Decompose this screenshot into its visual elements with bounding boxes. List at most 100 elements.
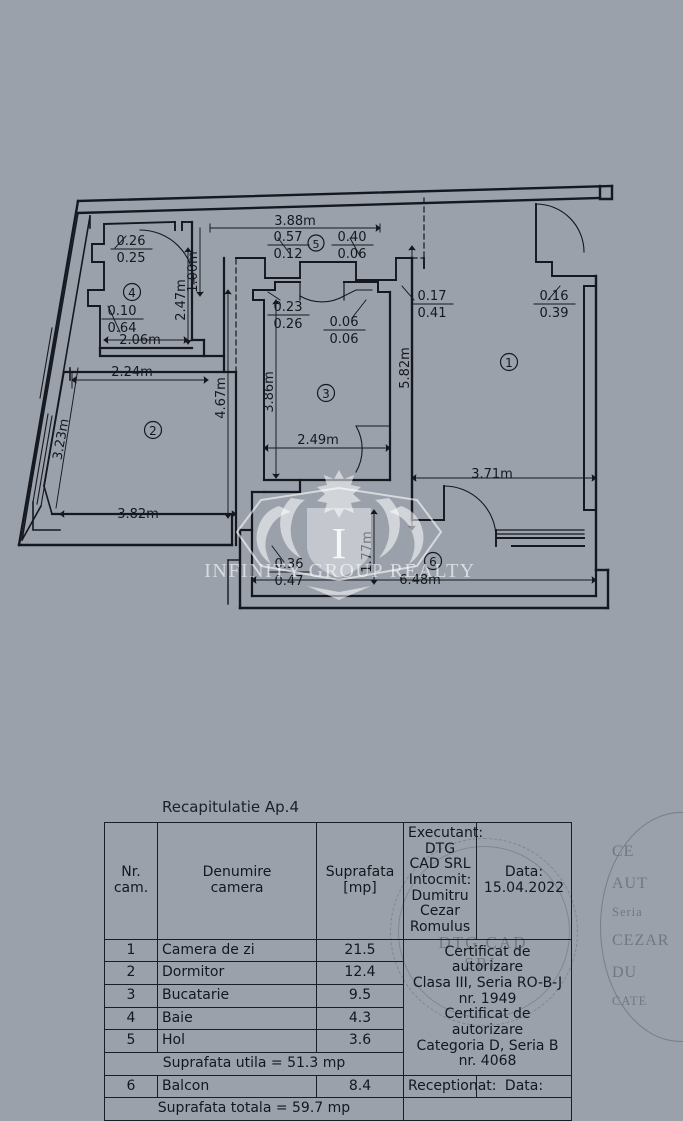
cell-area: 8.4 [316, 1074, 404, 1099]
svg-text:0.06: 0.06 [330, 315, 359, 330]
thickness-0-36-0-47: 0.36 0.47 [268, 557, 311, 589]
cert-line-3: Certificat de autorizare [444, 1006, 531, 1038]
dim-3-23m: 3.23m [51, 418, 73, 462]
cell-nr: 5 [104, 1029, 158, 1054]
edge-stamp-line-5: DU [612, 964, 638, 981]
svg-text:0.10: 0.10 [108, 304, 137, 319]
cell-area: 12.4 [316, 961, 404, 986]
edge-stamp-line-3: Seria [612, 905, 643, 919]
header-name-sub: camera [210, 879, 264, 896]
svg-text:0.25: 0.25 [117, 251, 146, 266]
table-row: 4 Baie 4.3 [104, 1006, 572, 1031]
svg-text:0.64: 0.64 [108, 321, 137, 336]
dim-3-86m: 3.86m [262, 371, 277, 413]
cert-line-4: Categoria D, Seria B nr. 4068 [416, 1037, 559, 1070]
header-name: Denumire camera [157, 822, 317, 940]
recapitulatie-table: Nr. cam. Denumire camera Suprafata [mp] … [104, 822, 572, 1121]
thickness-0-10-0-64: 0.10 0.64 [101, 304, 144, 336]
total-text: Suprafata totala = 59.7 mp [104, 1097, 404, 1121]
svg-text:0.57: 0.57 [274, 230, 303, 245]
intocmit-name: Dumitru Cezar Romulus [409, 887, 471, 936]
thickness-0-17-0-41: 0.17 0.41 [411, 289, 454, 321]
cell-area: 4.3 [316, 1006, 404, 1031]
svg-text:0.36: 0.36 [275, 557, 304, 572]
dim-3-82m: 3.82m [117, 507, 159, 522]
svg-text:1: 1 [505, 356, 513, 370]
svg-text:0.26: 0.26 [117, 234, 146, 249]
cell-name: Dormitor [157, 961, 317, 986]
table-row: 1 Camera de zi 21.5 Certificat de autori… [104, 938, 572, 1076]
header-area-sub: [mp] [343, 879, 377, 896]
svg-text:0.16: 0.16 [540, 289, 569, 304]
edge-stamp-line-1: CE [612, 843, 635, 860]
dim-3-88m: 3.88m [274, 214, 316, 229]
cell-nr: 1 [104, 938, 158, 963]
svg-text:2: 2 [149, 424, 157, 438]
cell-area: 9.5 [316, 984, 404, 1008]
certificate-cell: Certificat de autorizare Clasa III, Seri… [403, 938, 572, 1076]
table-header-row: Nr. cam. Denumire camera Suprafata [mp] … [104, 822, 572, 940]
edge-stamp-text: CE AUT Seria CEZAR DU CATE [612, 836, 683, 1014]
room-marker-2: 2 [143, 420, 163, 440]
recap-table-block: Recapitulatie Ap.4 Nr. cam. Denumire cam… [104, 798, 572, 1121]
titleblock-data-cell: Data: 15.04.2022 [476, 822, 572, 940]
table-row: 2 Dormitor 12.4 [104, 961, 572, 986]
svg-text:0.41: 0.41 [418, 306, 447, 321]
page-title: Recapitulatie Ap.4 [162, 798, 299, 816]
dim-5-82m: 5.82m [398, 347, 413, 389]
header-nr-sub: cam. [113, 879, 149, 896]
data-value: 15.04.2022 [483, 879, 565, 896]
header-area: Suprafata [mp] [316, 822, 404, 940]
room-marker-4: 4 [122, 282, 142, 302]
edge-stamp-line-2: AUT [612, 875, 648, 892]
svg-text:0.40: 0.40 [338, 230, 367, 245]
dim-2-49m: 2.49m [297, 433, 339, 448]
cell-nr: 3 [104, 984, 158, 1008]
cell-area: 21.5 [316, 938, 404, 963]
dim-1-77m: 1.77m [360, 531, 375, 573]
svg-text:0.06: 0.06 [338, 247, 367, 262]
svg-text:0.17: 0.17 [418, 289, 447, 304]
edge-stamp-line-6: CATE [612, 994, 648, 1008]
svg-text:0.26: 0.26 [274, 317, 303, 332]
cert-line-1: Certificat de autorizare [444, 943, 531, 976]
cell-nr: 6 [104, 1074, 158, 1099]
executant-label: Executant: DTG CAD SRL [408, 825, 484, 873]
room-marker-3: 3 [316, 383, 336, 403]
dim-2-24m: 2.24m [111, 365, 153, 380]
thickness-0-57-0-12: 0.57 0.12 [267, 230, 310, 262]
thickness-0-40-0-06: 0.40 0.06 [331, 230, 374, 262]
room-marker-6: 6 [423, 551, 443, 571]
svg-text:6: 6 [429, 555, 437, 569]
dim-4-67m: 4.67m [214, 377, 229, 419]
data-label: Data: [504, 864, 544, 881]
svg-text:0.06: 0.06 [330, 332, 359, 347]
dim-6-48m: 6.48m [399, 573, 441, 588]
floor-plan-drawing: 3.88m 1.00m 2.47m 2.06m 2.24m 3.23m 3.82… [17, 184, 614, 610]
svg-text:0.47: 0.47 [275, 574, 304, 589]
dim-3-71m: 3.71m [471, 467, 513, 482]
signature-blank-cell [403, 1097, 572, 1121]
floor-plan-svg: 3.88m 1.00m 2.47m 2.06m 2.24m 3.23m 3.82… [17, 184, 614, 610]
thickness-0-23-0-26: 0.23 0.26 [267, 300, 310, 332]
svg-text:0.23: 0.23 [274, 300, 303, 315]
thickness-0-26-0-25: 0.26 0.25 [110, 234, 153, 266]
table-balcony-row: 6 Balcon 8.4 Receptionat: Data: [104, 1074, 572, 1099]
dim-2-47m: 2.47m [174, 279, 189, 321]
thickness-0-16-0-39: 0.16 0.39 [533, 289, 576, 321]
intocmit-label: Intocmit: [408, 872, 472, 889]
cell-nr: 4 [104, 1006, 158, 1031]
room-marker-1: 1 [499, 352, 519, 372]
cell-area: 3.6 [316, 1029, 404, 1054]
subtotal-text: Suprafata utila = 51.3 mp [104, 1052, 404, 1076]
header-nr-main: Nr. [121, 864, 141, 881]
svg-text:4: 4 [128, 286, 136, 300]
table-total-row: Suprafata totala = 59.7 mp [104, 1097, 572, 1121]
svg-text:3: 3 [322, 387, 330, 401]
dim-2-06m: 2.06m [119, 333, 161, 348]
header-area-main: Suprafata [325, 864, 395, 881]
cell-name: Balcon [157, 1074, 317, 1099]
svg-text:5: 5 [313, 238, 320, 251]
cell-name: Bucatarie [157, 984, 317, 1008]
thickness-0-06-0-06: 0.06 0.06 [323, 315, 366, 347]
